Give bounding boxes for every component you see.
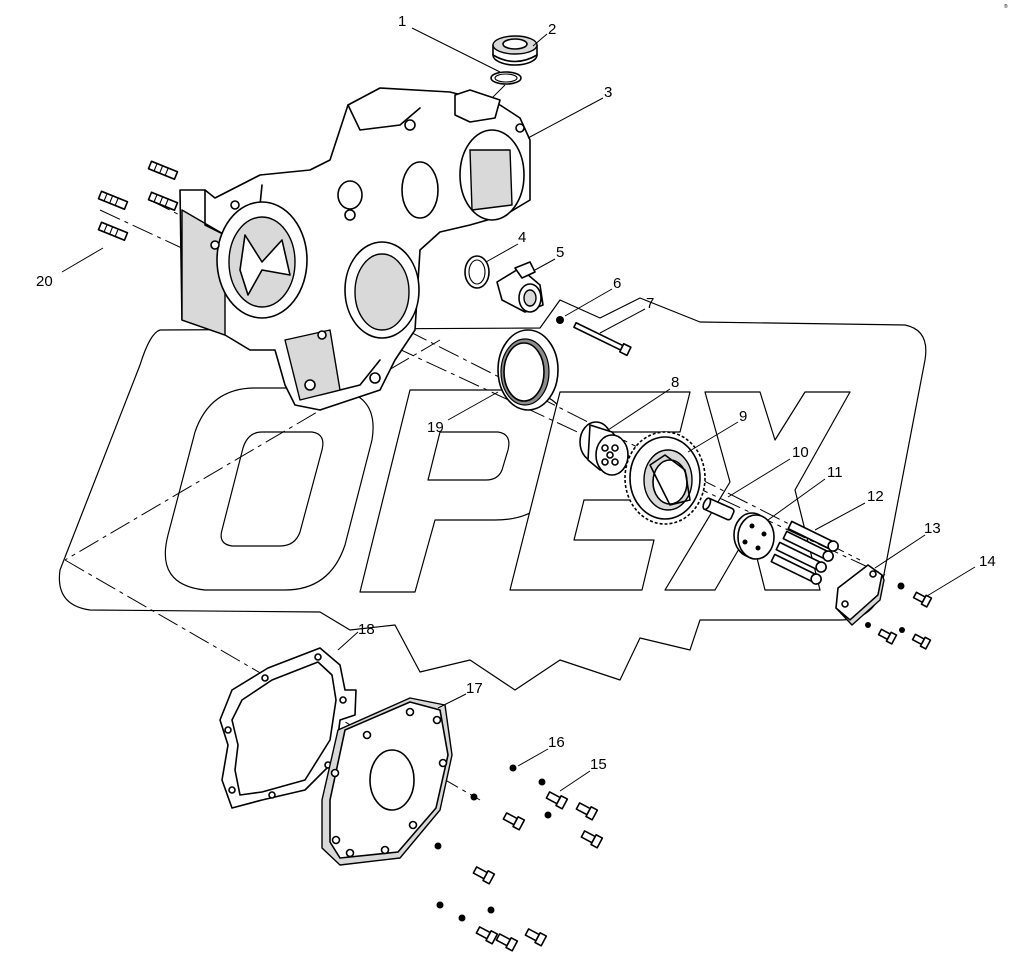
filler-cap-part-2: [492, 35, 538, 66]
callout-10: 10: [792, 444, 809, 461]
callout-2: 2: [548, 21, 556, 38]
long-bolt-part-7: [573, 321, 632, 357]
bolt-set-part-12: [770, 520, 839, 585]
callout-5: 5: [556, 244, 564, 261]
washer-part-6: [556, 316, 564, 324]
callout-20: 20: [36, 273, 53, 290]
callout-labels: 1 2 3 4 5 6 7 8 9 10 11 12 13 14 15 16 1…: [36, 13, 996, 773]
hub-part-8: [579, 421, 629, 476]
cover-part-13: [835, 564, 885, 626]
callout-14: 14: [979, 553, 996, 570]
gasket-part-18: [219, 647, 357, 809]
callout-12: 12: [867, 488, 884, 505]
o-ring-part-1: [490, 71, 522, 85]
cover-plate-part-17: [321, 697, 453, 866]
callout-9: 9: [739, 408, 747, 425]
callout-13: 13: [924, 520, 941, 537]
sensor-housing-part-5: [496, 261, 544, 313]
leader-lines: [61, 27, 976, 792]
callout-19: 19: [427, 419, 444, 436]
callout-7: 7: [646, 295, 654, 312]
callout-15: 15: [590, 756, 607, 773]
corner-mark: ®: [1004, 3, 1008, 10]
callout-16: 16: [548, 734, 565, 751]
callout-1: 1: [398, 13, 406, 30]
plate-part-11: [733, 512, 775, 560]
small-bolts-part-14: [865, 582, 933, 650]
stud-part-20: [97, 160, 179, 241]
callout-8: 8: [671, 374, 679, 391]
callout-18: 18: [358, 621, 375, 638]
callout-6: 6: [613, 275, 621, 292]
callout-11: 11: [827, 464, 843, 481]
seal-ring-part-19: [497, 329, 559, 411]
callout-17: 17: [466, 680, 483, 697]
callout-4: 4: [518, 229, 526, 246]
callout-3: 3: [604, 84, 612, 101]
gear-housing-part-3: [179, 87, 531, 411]
spur-gear-part-9: [624, 431, 706, 525]
washers-part-16: [434, 764, 552, 922]
bolts-part-15: [472, 791, 604, 952]
pin-part-10: [702, 497, 735, 521]
o-ring-part-4: [464, 255, 490, 289]
